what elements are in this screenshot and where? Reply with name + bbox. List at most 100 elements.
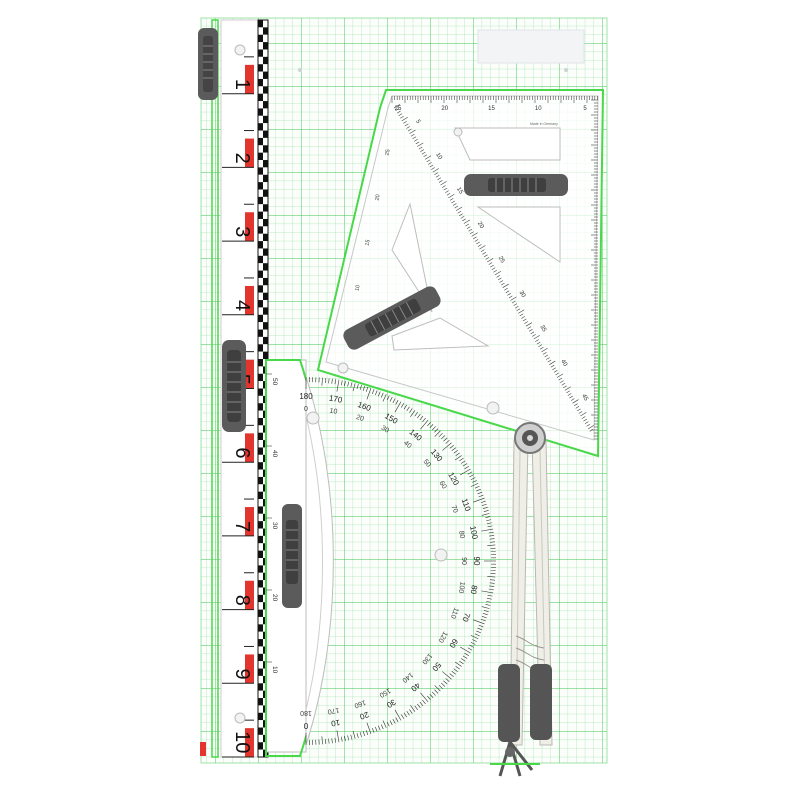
grip-handle-icon[interactable] [464,174,568,196]
grip-handle-icon[interactable] [222,340,246,432]
set-square-hypotenuse-label: 5 [414,119,421,126]
ruler-red-band [245,580,254,610]
ruler-checker-cell [258,167,263,175]
protractor-tick [473,497,485,503]
protractor-tick [401,403,405,408]
set-square-hypotenuse-label: 25 [497,255,506,264]
ruler-checker-cell [263,108,268,116]
set-square-tick [538,344,542,347]
set-square-tick [580,412,587,417]
protractor-tick [486,519,492,522]
protractor-tick [481,528,494,532]
protractor-inner-label: 120 [437,630,449,644]
protractor-tick [378,725,381,731]
set-square-tick [491,267,496,270]
protractor-tick [488,588,494,591]
protractor-tick [410,410,416,418]
set-square-tick [469,231,474,235]
set-square-tick [488,262,493,265]
ruler-checker-cell [258,137,263,146]
protractor-inner-label: 100 [457,581,466,594]
ruler-checker-cell [258,476,263,485]
compass-pivot-icon[interactable] [514,422,546,454]
ruler-red-bands [222,56,254,758]
ruler-checker-cell [258,491,263,500]
ruler-checker-cell [258,749,263,757]
set-square-tick [407,128,412,132]
set-square-tick [451,200,456,204]
ruler-checker-cell [258,417,263,426]
set-square-tick [393,104,401,109]
label-plate [477,29,585,64]
ruler-checker-cell [258,395,263,404]
set-square-tick [500,282,505,286]
set-square-tick [452,203,457,206]
set-square-tick [418,146,423,150]
ruler-checker-cell [258,145,263,153]
protractor-tick [445,440,450,444]
set-square-tick [587,424,595,430]
protractor-tick [372,728,375,733]
ruler-red-band [245,64,254,94]
protractor-tick [325,377,327,384]
ruler-checker-cell [258,218,263,227]
protractor-tick [382,720,387,728]
ruler-checker-cell [263,241,268,249]
protractor-tick [394,401,402,413]
protractor-tick [483,610,489,613]
set-square-tick [577,408,581,412]
ruler-checker-cell [258,204,263,212]
protractor-tick [406,710,410,716]
vertical-ruler[interactable]: 12345678910 [198,19,269,758]
protractor-tick [481,616,487,619]
ruler-checker-cell [258,594,263,603]
ruler-checker-cell [258,86,263,94]
protractor-tick [459,457,464,462]
ruler-checker-cell [258,653,263,662]
protractor-tick [356,384,359,390]
protractor-tick [449,673,454,678]
ruler-checker-cell [263,174,268,183]
set-square-tick [431,167,435,170]
set-square-tick [502,283,509,288]
ruler-checker-cell [258,440,263,448]
protractor-tick [481,606,490,609]
grip-handle-icon[interactable] [341,284,443,352]
ruler-checker-cell [258,27,263,35]
protractor-inner-label: 160 [353,698,366,709]
ruler-checker-cell [258,624,263,632]
protractor-inner-label: 30 [380,425,390,435]
grip-handle-icon[interactable] [282,504,302,608]
protractor-tick [442,671,452,680]
ruler-checker-cell [263,329,268,337]
ruler-checker-cell [263,270,268,278]
grip-handle-icon[interactable] [198,28,218,100]
set-square-tick [532,334,536,337]
ruler-checker-cell [258,196,263,205]
ruler-checker-cell [258,506,263,514]
ruler-checker-cell [258,565,263,573]
set-square-tick [567,393,572,396]
protractor-tick [410,704,416,712]
set-square-tick [463,219,471,224]
set-square-tick [507,293,511,296]
ruler-checker-cell [258,683,263,691]
compass[interactable] [490,422,553,777]
protractor-tick [480,500,486,504]
protractor-tick [487,544,496,546]
set-square-tick [564,386,571,391]
suction-cup-icon [434,548,448,562]
ruler-checker-cell [258,381,263,389]
set-square-hypotenuse-label: 40 [559,359,568,368]
ruler-hole-bottom [234,712,246,724]
ruler-checker-cell [258,727,263,735]
ruler-checker-cell [258,248,263,256]
protractor-outer-label: 90 [472,557,481,566]
ruler-red-band [245,728,254,757]
ruler-checker-cell [258,322,263,330]
protractor-tick [476,488,482,492]
protractor-tick [481,590,494,594]
protractor-tick [464,652,470,657]
